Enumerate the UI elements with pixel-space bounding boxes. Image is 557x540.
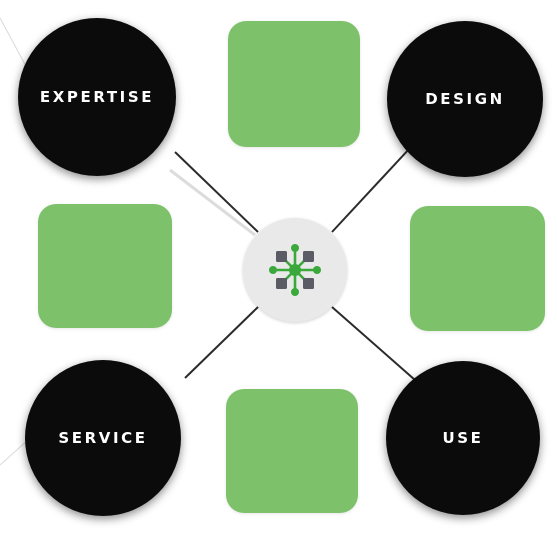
- node-design: DESIGN: [387, 21, 543, 177]
- node-expertise-label: EXPERTISE: [39, 88, 155, 106]
- connector-design: [331, 147, 411, 233]
- node-service-label: SERVICE: [58, 429, 148, 447]
- tile-bottom: [226, 389, 358, 513]
- tile-top: [228, 21, 360, 147]
- node-service: SERVICE: [25, 360, 181, 516]
- node-use: USE: [386, 361, 540, 515]
- tile-right: [410, 206, 545, 331]
- node-expertise: EXPERTISE: [18, 18, 176, 176]
- node-use-label: USE: [442, 429, 484, 447]
- guide-line-top-left: [0, 17, 29, 71]
- node-design-label: DESIGN: [425, 90, 505, 108]
- connector-expertise: [174, 151, 259, 233]
- hub: [243, 218, 347, 322]
- guide-line-shadow: [169, 168, 256, 237]
- connector-use: [331, 306, 416, 381]
- tile-left: [38, 204, 172, 328]
- connector-service: [184, 306, 259, 379]
- network-hub-icon: [269, 244, 321, 296]
- guide-line-bottom-left: [0, 439, 29, 466]
